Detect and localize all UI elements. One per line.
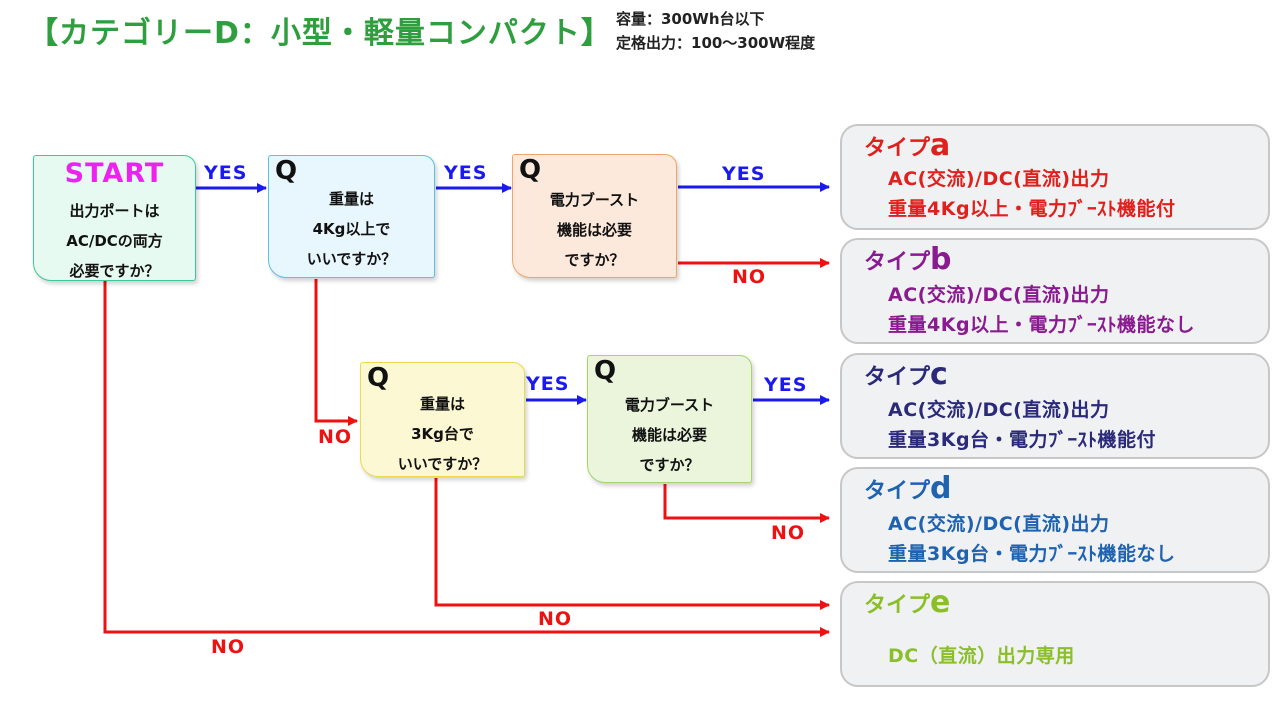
- question-text: 電力ブースト 機能は必要 ですか？: [624, 396, 715, 474]
- yes-label: YES: [204, 162, 248, 184]
- type-e-line1: DC（直流）出力専用: [888, 645, 1075, 667]
- arrow-q1-q3-no: [314, 279, 358, 426]
- yes-label: YES: [444, 162, 488, 184]
- yes-label: YES: [764, 374, 808, 396]
- question-text: 電力ブースト 機能は必要 ですか？: [549, 191, 640, 269]
- type-letter: b: [930, 242, 952, 277]
- type-b-card: タイプb AC(交流)/DC(直流)出力 重量4Kg以上・電力ﾌﾞｰｽﾄ機能なし: [840, 238, 1270, 344]
- no-label: NO: [538, 608, 573, 630]
- type-d-line1: AC(交流)/DC(直流)出力: [888, 513, 1110, 535]
- type-letter: e: [930, 585, 951, 620]
- type-d-card: タイプd AC(交流)/DC(直流)出力 重量3Kg台・電力ﾌﾞｰｽﾄ機能なし: [840, 467, 1270, 573]
- type-d-title: タイプd: [864, 471, 952, 506]
- type-label: タイプ: [864, 250, 931, 275]
- type-e-title: タイプe: [864, 585, 950, 620]
- type-a-line2: 重量4Kg以上・電力ﾌﾞｰｽﾄ機能付: [888, 198, 1176, 220]
- type-label: タイプ: [864, 136, 931, 161]
- question-text: 重量は 3Kg台で いいですか？: [397, 395, 488, 473]
- question-text: 重量は 4Kg以上で いいですか？: [306, 190, 397, 268]
- no-label: NO: [211, 636, 246, 658]
- start-heading: START: [64, 158, 165, 189]
- type-letter: a: [930, 128, 951, 163]
- type-label: タイプ: [864, 479, 931, 504]
- type-c-line1: AC(交流)/DC(直流)出力: [888, 399, 1110, 421]
- spec-output: 定格出力：100〜300W程度: [616, 34, 816, 52]
- type-d-line2: 重量3Kg台・電力ﾌﾞｰｽﾄ機能なし: [888, 543, 1176, 565]
- question-mark: Q: [519, 155, 542, 185]
- type-a-line1: AC(交流)/DC(直流)出力: [888, 168, 1110, 190]
- type-b-title: タイプb: [864, 242, 952, 277]
- question-mark: Q: [594, 356, 617, 386]
- no-label: NO: [732, 266, 767, 288]
- type-c-card: タイプc AC(交流)/DC(直流)出力 重量3Kg台・電力ﾌﾞｰｽﾄ機能付: [840, 353, 1270, 459]
- type-label: タイプ: [864, 365, 931, 390]
- spec-capacity: 容量：300Wh台以下: [616, 10, 765, 28]
- no-label: NO: [771, 522, 806, 544]
- type-e-card: タイプe DC（直流）出力専用: [840, 581, 1270, 687]
- question-weight-3kg: Q 重量は 3Kg台で いいですか？: [360, 362, 525, 477]
- type-letter: d: [930, 471, 952, 506]
- yes-label: YES: [722, 163, 766, 185]
- type-c-title: タイプc: [864, 357, 948, 392]
- arrow-q4-type-d-no: [663, 484, 830, 523]
- type-letter: c: [930, 357, 948, 392]
- page-title: 【カテゴリーD：小型・軽量コンパクト】: [28, 16, 612, 51]
- type-c-line2: 重量3Kg台・電力ﾌﾞｰｽﾄ機能付: [888, 429, 1157, 451]
- question-power-boost-3kg: Q 電力ブースト 機能は必要 ですか？: [587, 355, 752, 483]
- type-a-card: タイプa AC(交流)/DC(直流)出力 重量4Kg以上・電力ﾌﾞｰｽﾄ機能付: [840, 124, 1270, 230]
- yes-label: YES: [526, 373, 570, 395]
- start-question: 出力ポートは AC/DCの両方 必要ですか？: [66, 202, 163, 280]
- question-mark: Q: [367, 363, 390, 393]
- type-label: タイプ: [864, 593, 931, 618]
- arrow-start-type-e-no: [103, 281, 830, 637]
- question-power-boost-4kg: Q 電力ブースト 機能は必要 ですか？: [512, 154, 677, 278]
- type-b-line2: 重量4Kg以上・電力ﾌﾞｰｽﾄ機能なし: [888, 314, 1196, 336]
- type-b-line1: AC(交流)/DC(直流)出力: [888, 284, 1110, 306]
- arrow-q3-type-e-no: [434, 478, 830, 610]
- type-a-title: タイプa: [864, 128, 950, 163]
- no-label: NO: [318, 426, 353, 448]
- question-mark: Q: [275, 156, 298, 186]
- question-weight-4kg: Q 重量は 4Kg以上で いいですか？: [268, 155, 435, 278]
- start-node: START 出力ポートは AC/DCの両方 必要ですか？: [33, 155, 196, 281]
